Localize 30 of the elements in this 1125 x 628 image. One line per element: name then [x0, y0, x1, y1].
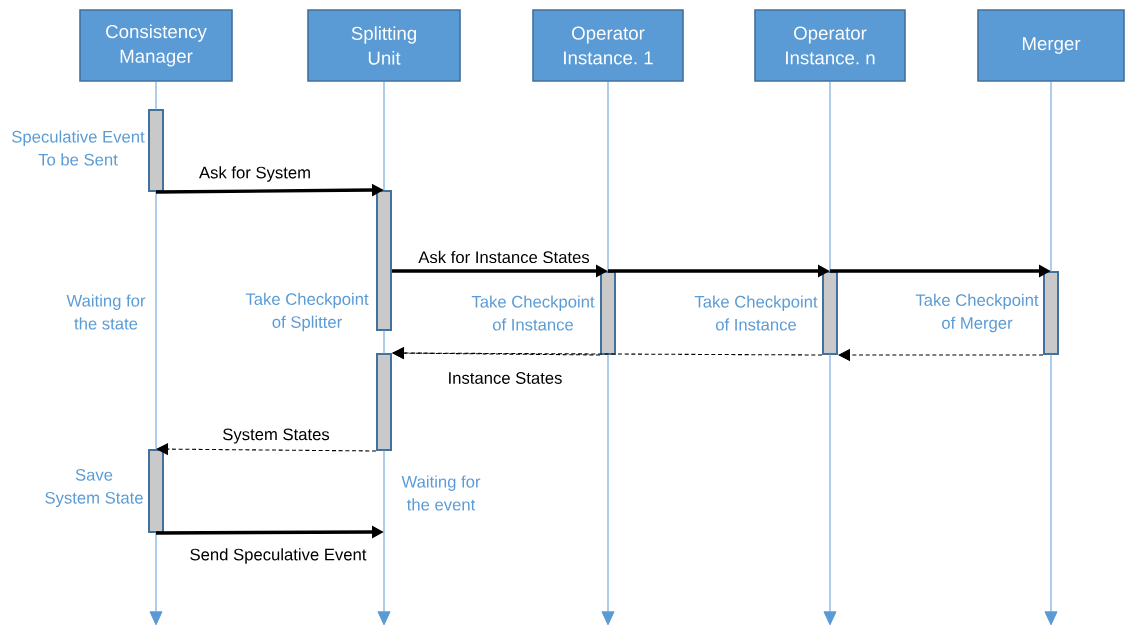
activity-note: Take Checkpoint of Merger: [915, 293, 1039, 333]
lifeline: [601, 81, 615, 626]
activation-bar: [148, 109, 164, 192]
message-label: Ask for System: [197, 164, 313, 184]
participant-box: Splitting Unit: [307, 9, 461, 82]
activation-bar: [600, 271, 616, 355]
message-label: Instance States: [446, 370, 564, 386]
participant-box: Operator Instance. 1: [532, 9, 684, 82]
activation-bar: [822, 271, 838, 355]
activity-note: Save System State: [45, 469, 143, 507]
participant-box: Consistency Manager: [79, 9, 233, 82]
activity-note: Speculative Event To be Sent: [12, 130, 145, 166]
activation-bar: [376, 190, 392, 331]
participant-box: Operator Instance. n: [754, 9, 906, 82]
activation-bar: [376, 353, 392, 451]
message-label: System States: [220, 427, 332, 445]
activity-note: Take Checkpoint of Splitter: [245, 292, 369, 332]
lifeline: [823, 81, 837, 626]
activation-bar: [148, 449, 164, 533]
state-note: Waiting for the state: [66, 294, 146, 330]
activity-note: Take Checkpoint of Instance: [471, 295, 595, 331]
lifeline: [1044, 81, 1058, 626]
participant-box: Merger: [977, 9, 1125, 82]
message-label: Ask for Instance States: [417, 249, 592, 265]
state-note: Waiting for the event: [401, 475, 481, 511]
activation-bar: [1043, 271, 1059, 355]
activity-note: Take Checkpoint of Instance: [694, 295, 818, 331]
message-label: Send Speculative Event: [188, 546, 368, 566]
lifeline: [377, 81, 391, 626]
lifeline: [149, 81, 163, 626]
